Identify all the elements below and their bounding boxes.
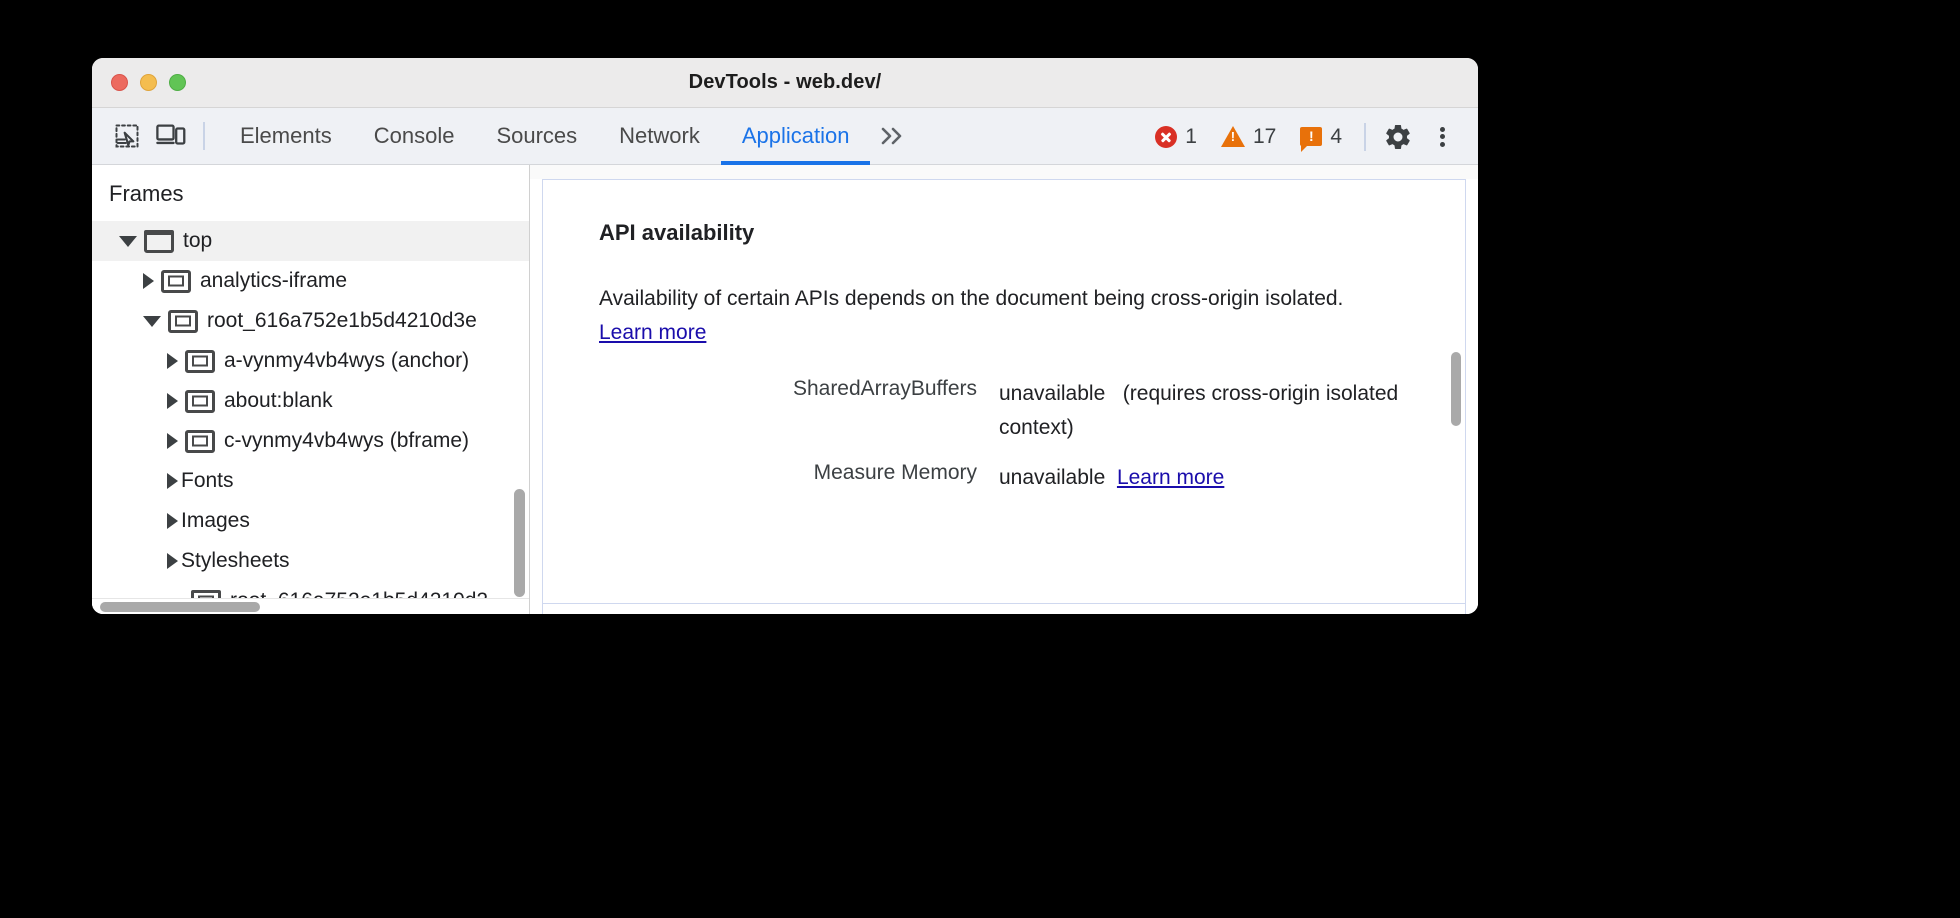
sidebar-horizontal-scrollbar[interactable]: [100, 602, 260, 612]
devtools-toolbar: Elements Console Sources Network Applica…: [92, 108, 1478, 165]
issue-counter[interactable]: 4: [1288, 124, 1354, 152]
tab-console[interactable]: Console: [373, 123, 455, 148]
panel-tabs: Elements Console Sources Network Applica…: [219, 108, 871, 165]
row-value: unavailable (requires cross-origin isola…: [999, 377, 1465, 445]
table-row: SharedArrayBuffers unavailable (requires…: [599, 377, 1465, 445]
tab-sources[interactable]: Sources: [496, 123, 578, 148]
main-vertical-scrollbar[interactable]: [1451, 352, 1461, 426]
issue-count: 4: [1330, 124, 1342, 148]
collapse-arrow-icon[interactable]: [167, 433, 178, 449]
row-key: Measure Memory: [813, 461, 977, 485]
sidebar-title: Frames: [109, 181, 184, 206]
api-availability-description: Availability of certain APIs depends on …: [599, 282, 1389, 349]
tree-item-label: top: [183, 229, 213, 252]
error-count: 1: [1185, 124, 1197, 148]
row-status: unavailable: [999, 466, 1106, 490]
collapse-arrow-icon[interactable]: [167, 513, 178, 529]
collapse-arrow-icon[interactable]: [167, 393, 178, 409]
iframe-icon: [161, 269, 191, 293]
close-window-button[interactable]: [111, 74, 128, 91]
tree-item-label: a-vynmy4vb4wys (anchor): [224, 349, 470, 372]
tree-item-stylesheets[interactable]: Stylesheets: [92, 541, 529, 581]
devtools-window: DevTools - web.dev/: [92, 58, 1478, 614]
row-value: unavailable Learn more: [999, 461, 1224, 495]
devtools-body: Frames top analytics-iframe: [92, 165, 1478, 614]
row-status: unavailable: [999, 382, 1106, 406]
tree-item-images[interactable]: Images: [92, 501, 529, 541]
tree-item-label: Fonts: [181, 469, 234, 492]
tree-item-label: analytics-iframe: [200, 269, 348, 292]
frame-icon: [144, 229, 174, 253]
error-counter[interactable]: 1: [1143, 125, 1209, 149]
row-key: SharedArrayBuffers: [792, 377, 977, 401]
iframe-icon: [185, 389, 215, 413]
tree-item-label: c-vynmy4vb4wys (bframe): [224, 429, 470, 452]
maximize-window-button[interactable]: [169, 74, 186, 91]
page-title: API availability: [599, 220, 755, 245]
tree-item-label: Images: [181, 509, 250, 532]
tree-item-label: Stylesheets: [181, 549, 290, 572]
frames-tree: top analytics-iframe root_616a752e1b5d42…: [92, 221, 529, 614]
api-availability-card: API availability Availability of certain…: [542, 179, 1466, 614]
kebab-menu-icon[interactable]: [1420, 115, 1464, 159]
gear-icon[interactable]: [1376, 115, 1420, 159]
sidebar-vertical-scrollbar[interactable]: [514, 489, 525, 597]
collapse-arrow-icon[interactable]: [167, 473, 178, 489]
row-note: (requires cross-origin isolated context): [999, 382, 1399, 440]
learn-more-link[interactable]: Learn more: [599, 320, 707, 344]
frames-sidebar: Frames top analytics-iframe: [92, 165, 530, 614]
collapse-arrow-icon[interactable]: [167, 353, 178, 369]
iframe-icon: [168, 309, 198, 333]
expand-arrow-icon[interactable]: [119, 235, 137, 247]
panel-top-gap: [530, 165, 1478, 179]
iframe-icon: [185, 349, 215, 373]
sidebar-horizontal-scrollbar-track: [92, 598, 529, 614]
tree-item-top[interactable]: top: [92, 221, 529, 261]
window-title: DevTools - web.dev/: [688, 71, 882, 93]
tree-item-about-blank[interactable]: about:blank: [92, 381, 529, 421]
tree-item-analytics-iframe[interactable]: analytics-iframe: [92, 261, 529, 301]
toolbar-divider-right: [1364, 122, 1366, 151]
tree-item-root-frame[interactable]: root_616a752e1b5d4210d3e: [92, 301, 529, 341]
issue-icon: [1300, 127, 1323, 152]
application-main-panel: API availability Availability of certain…: [530, 165, 1478, 614]
error-icon: [1155, 125, 1178, 148]
warning-count: 17: [1252, 124, 1277, 148]
kebab-dot-1: [1439, 126, 1445, 132]
inspect-element-icon[interactable]: [105, 114, 149, 158]
toolbar-divider: [203, 122, 205, 150]
collapse-arrow-icon[interactable]: [143, 273, 154, 289]
toolbar-right-group: 1 17 4: [1143, 108, 1464, 165]
tree-item-label: about:blank: [224, 389, 333, 412]
warning-counter[interactable]: 17: [1209, 125, 1288, 149]
tab-network[interactable]: Network: [619, 123, 700, 148]
window-titlebar: DevTools - web.dev/: [92, 58, 1478, 108]
collapse-arrow-icon[interactable]: [167, 553, 178, 569]
traffic-lights: [111, 74, 186, 91]
device-toolbar-icon[interactable]: [149, 114, 193, 158]
measure-memory-learn-more-link[interactable]: Learn more: [1116, 466, 1225, 490]
table-row: Measure Memory unavailable Learn more: [599, 461, 1465, 495]
tree-item-label: root_616a752e1b5d4210d3e: [207, 309, 477, 332]
iframe-icon: [185, 429, 215, 453]
kebab-dot-3: [1439, 141, 1445, 147]
warning-icon: [1220, 126, 1245, 147]
minimize-window-button[interactable]: [140, 74, 157, 91]
kebab-dot-2: [1439, 134, 1445, 139]
tree-item-a-vynmy4vb4wys[interactable]: a-vynmy4vb4wys (anchor): [92, 341, 529, 381]
tree-item-c-vynmy4vb4wys[interactable]: c-vynmy4vb4wys (bframe): [92, 421, 529, 461]
more-tabs-icon[interactable]: [870, 108, 916, 165]
description-text: Availability of certain APIs depends on …: [599, 287, 1344, 310]
tab-application[interactable]: Application: [720, 108, 871, 165]
expand-arrow-icon[interactable]: [143, 315, 161, 327]
tree-item-fonts[interactable]: Fonts: [92, 461, 529, 501]
tab-elements[interactable]: Elements: [240, 123, 332, 148]
card-bottom-divider: [542, 603, 1466, 604]
